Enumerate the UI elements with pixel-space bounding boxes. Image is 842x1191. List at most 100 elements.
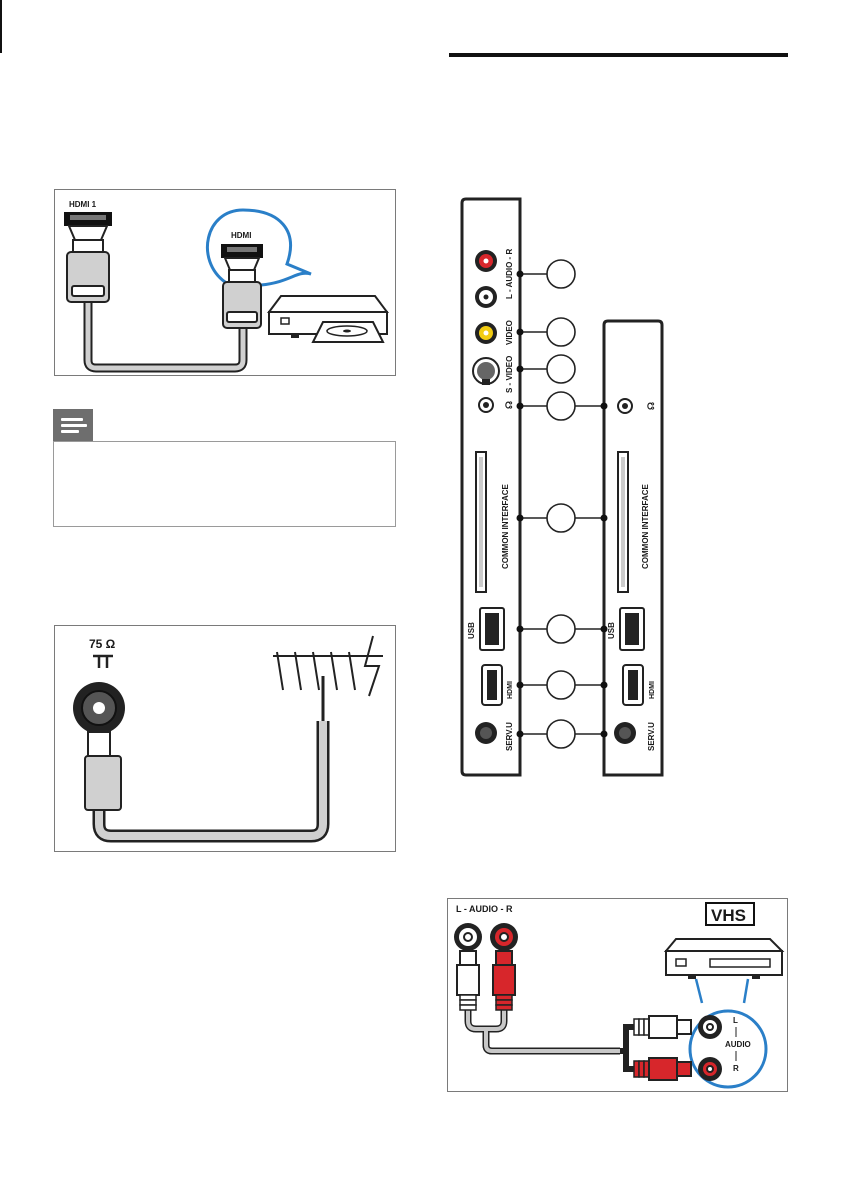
svideo-jack-inner [477,362,495,380]
service-label-left: SERV.U [505,722,514,751]
side-panels-figure: L - AUDIO - R VIDEO S - VIDEO ☊ COMMON I… [460,195,670,785]
usb-port-right-inner [625,613,639,645]
tv-hdmi-pins [70,215,106,220]
vcr-tape-slot [709,958,771,968]
note-icon-line [61,430,79,433]
hdmi-diagram: HDMI 1 HDMI [64,200,389,373]
tv-hdmi-plug-neck [72,239,104,253]
device-hdmi-port-label: HDMI [231,231,251,240]
service-jack-left-inner [480,727,492,739]
white-device-plug-tip [676,1019,692,1035]
tv-hdmi-plug-grip [71,285,105,297]
ci-slot-left-inner [479,457,483,587]
red-plug-body [492,964,516,996]
vcr-foot-left [688,975,696,979]
white-device-plug-grip [633,1018,650,1036]
dvd-foot-left [291,334,299,338]
service-jack-right-inner [619,727,631,739]
zoom-line [694,978,704,1004]
tv-hdmi-port-label: HDMI 1 [69,200,97,209]
red-plug-grip [495,994,513,1011]
vcr-power-led [675,958,687,967]
right-side-panel [602,319,664,777]
callout-leader-lines [520,273,604,735]
ci-slot-right-inner [621,457,625,587]
antenna-plug-neck [87,731,111,759]
device-hdmi-plug-tip [223,257,261,271]
note-icon [53,409,93,441]
svideo-port-label: S - VIDEO [505,356,514,393]
dvd-disc-hole [343,329,351,333]
vcr-audio-diagram: L - AUDIO - R VHS [454,902,785,1089]
audio-port-label: L - AUDIO - R [505,249,514,299]
antenna-cable [95,721,327,840]
device-hdmi-plug-grip [226,311,258,323]
usb-label-right: USB [607,622,616,639]
white-plug-grip [459,994,477,1011]
red-plug-tip [495,950,513,966]
red-device-plug-tip [676,1061,692,1077]
antenna-cable-outline [92,721,330,843]
hdmi-port-left-inner [487,670,497,700]
white-device-plug-body [648,1015,678,1039]
audio-cable-split [620,1048,634,1072]
left-side-panel [460,197,522,777]
coax-symbol-icon [93,654,113,668]
note-icon-line [61,424,87,427]
audio-cable-outline [482,1009,620,1055]
hdmi-cable [85,300,246,371]
note-box [53,441,396,527]
svideo-key [482,379,490,385]
side-panels-diagram: L - AUDIO - R VIDEO S - VIDEO ☊ COMMON I… [460,197,664,777]
headphone-icon: ☊ [646,402,656,410]
audio-l-jack-pin [483,294,489,300]
dvd-power-led [280,317,290,325]
leader-dots [516,270,608,738]
vhs-logo: VHS [711,906,746,925]
device-hdmi-plug-neck [228,269,256,283]
tv-audio-l-jack-pin [463,932,473,942]
vcr-l-label: L [733,1016,738,1025]
antenna-plug-body [84,755,122,811]
hdmi-cable-outline [83,300,248,373]
headphone-icon: ☊ [504,401,514,409]
ci-label-right: COMMON INTERFACE [641,483,650,569]
tv-hdmi-plug-tip [67,225,109,241]
dvd-player-top [267,295,389,313]
ci-label-left: COMMON INTERFACE [501,483,510,569]
hdmi-label-left: HDMI [507,681,514,699]
service-label-right: SERV.U [647,722,656,751]
headphone-jack-left-hole [483,402,489,408]
video-jack-pin [483,330,489,336]
antenna-elements [276,635,381,697]
vcr-audio-l-jack-pin [706,1023,714,1031]
vcr-audio-r-jack-pin [706,1065,714,1073]
zoom-line [742,978,750,1004]
white-plug-tip [459,950,477,966]
usb-port-left-inner [485,613,499,645]
hdmi-label-right: HDMI [649,681,656,699]
audio-r-jack-pin [483,258,489,264]
hdmi-port-right-inner [628,670,638,700]
audio-cable-split [620,1024,634,1054]
antenna-socket-pin [93,702,105,714]
connector-callouts [546,259,576,749]
usb-label-left: USB [467,622,476,639]
red-device-plug-body [648,1057,678,1081]
antenna-connection-figure: 75 Ω [54,625,396,852]
impedance-label: 75 Ω [89,637,116,651]
device-hdmi-pins [227,247,257,252]
vcr-top [663,938,785,952]
vcr-audio-connection-figure: L - AUDIO - R VHS [447,898,788,1092]
vcr-r-label: R [733,1064,739,1073]
vcr-foot-right [752,975,760,979]
vcr-audio-label: AUDIO [725,1040,751,1049]
hdmi-connection-figure: HDMI 1 HDMI [54,189,396,376]
section-heading-rule [449,53,788,57]
headphone-jack-right-hole [622,403,628,409]
white-plug-body [456,964,480,996]
tv-audio-r-jack-pin [499,932,509,942]
margin-rule [0,0,2,53]
antenna-diagram: 75 Ω [73,635,383,843]
note-icon-line [61,418,83,421]
